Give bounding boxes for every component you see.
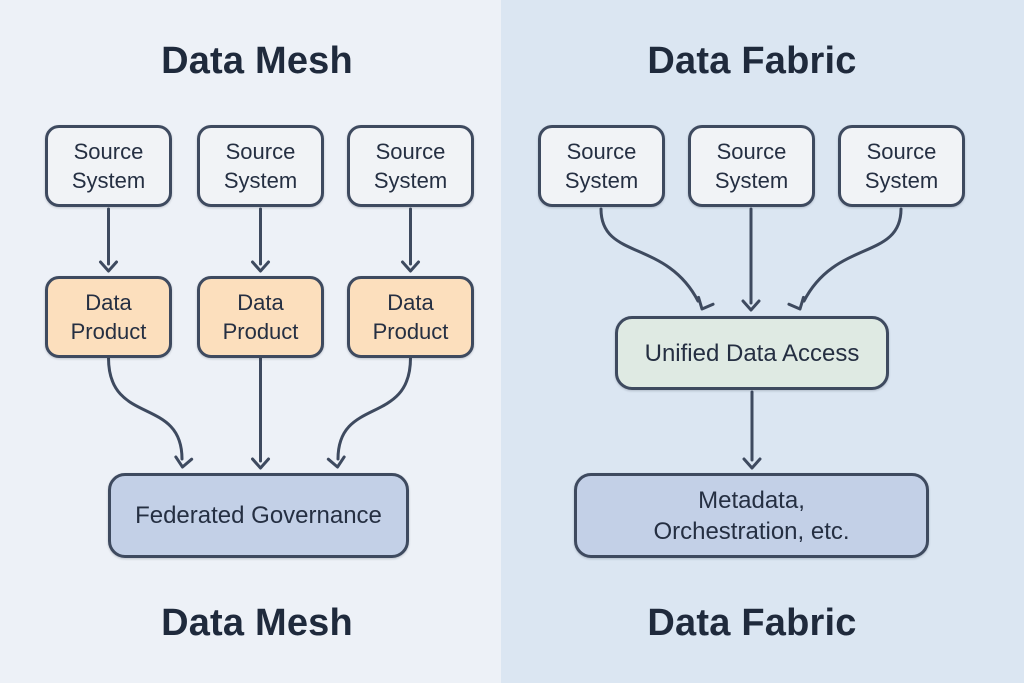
fabric-source-system-label-3: Source System [864,139,939,193]
mesh-source-system-box-1: Source System [45,125,172,207]
fabric-metadata-orchestration-box: Metadata, Orchestration, etc. [574,473,929,558]
fabric-source-system-box-2: Source System [688,125,815,207]
data-fabric-title: Data Fabric [647,40,857,82]
fabric-source-system-label-1: Source System [564,139,639,193]
fabric-unified-data-access-box: Unified Data Access [615,316,889,390]
mesh-source-system-label-1: Source System [71,139,146,193]
fabric-source-system-box-3: Source System [838,125,965,207]
mesh-data-product-box-1: Data Product [45,276,172,358]
fabric-source-system-box-1: Source System [538,125,665,207]
data-mesh-title: Data Mesh [161,40,353,82]
mesh-federated-governance-box: Federated Governance [108,473,409,558]
mesh-source-system-label-3: Source System [373,139,448,193]
mesh-data-product-box-2: Data Product [197,276,324,358]
data-fabric-caption: Data Fabric [647,602,857,644]
mesh-data-product-label-3: Data Product [372,290,449,344]
fabric-source-system-label-2: Source System [714,139,789,193]
mesh-source-system-box-3: Source System [347,125,474,207]
mesh-source-system-box-2: Source System [197,125,324,207]
mesh-data-product-box-3: Data Product [347,276,474,358]
mesh-data-product-label-2: Data Product [222,290,299,344]
mesh-data-product-label-1: Data Product [70,290,147,344]
fabric-unified-data-access-label: Unified Data Access [644,339,860,367]
mesh-federated-governance-label: Federated Governance [135,502,382,529]
mesh-source-system-label-2: Source System [223,139,298,193]
data-mesh-caption: Data Mesh [161,602,353,644]
fabric-metadata-orchestration-label: Metadata, Orchestration, etc. [653,486,850,545]
